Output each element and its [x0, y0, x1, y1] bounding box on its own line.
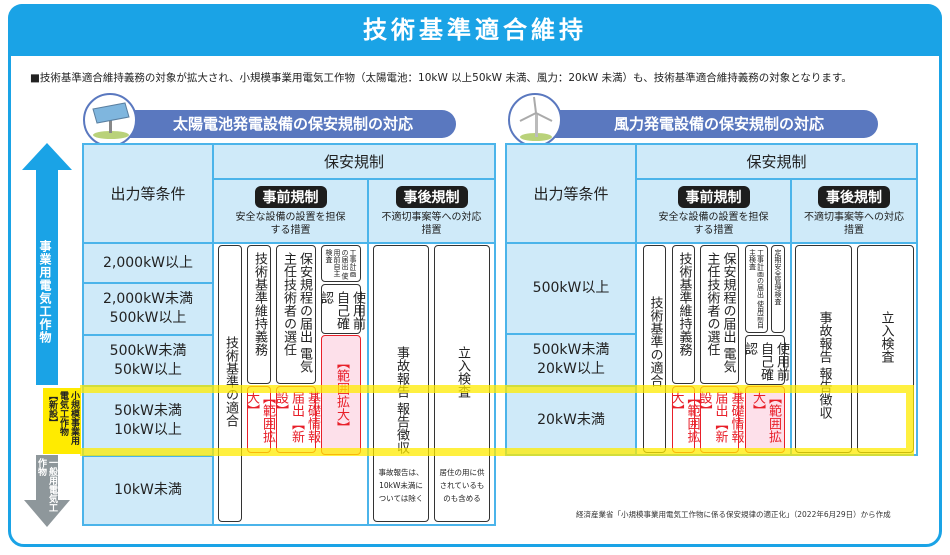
tech-keep-column: 技術基準維持義務 — [672, 245, 695, 384]
safety-header: 保安規制 — [213, 144, 495, 179]
inspection-column: 立入検査 — [434, 245, 490, 522]
row-condition: 20kW未満 — [506, 386, 636, 455]
pre-sub: 安全な設備の設置を担保する措置 — [235, 211, 346, 236]
accident-column: 事故報告 報告徴収 — [373, 245, 429, 522]
inspection-column: 立入検査 — [857, 245, 914, 453]
post-sub: 不適切事案等への対応措置 — [804, 211, 904, 236]
pre-regulation-header: 事前規制安全な設備の設置を担保する措置 — [213, 179, 368, 243]
solar-banner: 太陽電池発電設備の保安規制の対応 — [100, 110, 456, 138]
pre-label: 事前規制 — [677, 185, 750, 208]
down-arrow-icon — [24, 455, 70, 527]
inspection-note: 居住の用に供されているものも含める — [439, 468, 485, 503]
tech-fit-column: 技術基準の適合 — [643, 245, 666, 453]
row-condition: 2,000kW以上 — [83, 243, 213, 283]
tech-keep-column: 技術基準維持義務 — [247, 245, 271, 384]
row-condition: 2,000kW未満 500kW以上 — [83, 283, 213, 335]
up-arrow-icon — [22, 143, 72, 385]
post-sub: 不適切事案等への対応措置 — [381, 211, 482, 236]
safety-header: 保安規制 — [636, 144, 917, 179]
side-arrows — [22, 143, 72, 527]
solar-panel-icon — [83, 93, 137, 147]
accident-note: 事故報告は、10kW未満については除く — [378, 468, 424, 503]
wind-turbine-icon — [508, 93, 562, 147]
tech-keep-expanded: 【範囲拡大】 — [244, 386, 275, 453]
source-note: 経済産業省「小規模事業用電気工作物に係る保安規律の適正化」（2022年6月29日… — [576, 510, 891, 519]
post-regulation-header: 事後規制不適切事案等への対応措置 — [791, 179, 917, 243]
self-check-expanded: 【範囲拡大】 — [321, 335, 361, 455]
cond-header: 出力等条件 — [506, 144, 636, 243]
engineer-new: 基礎情報届出【新設】 — [697, 386, 744, 453]
pre-sub: 安全な設備の設置を担保する措置 — [658, 211, 769, 236]
post-regulation-header: 事後規制不適切事案等への対応措置 — [368, 179, 495, 243]
self-check-column: 使用前自己確認 — [318, 284, 365, 334]
pre-regulation-header: 事前規制安全な設備の設置を担保する措置 — [636, 179, 791, 243]
tech-keep-expanded: 【範囲拡大】 — [669, 386, 700, 453]
small-business-label: 小規模事業用電気工作物【新設】 — [43, 388, 81, 454]
self-check-column: 使用前自己確認 — [742, 335, 789, 385]
row-condition: 50kW未満 10kW以上 — [83, 386, 213, 456]
tech-fit-column: 技術基準の適合 — [218, 245, 242, 522]
engineer-new: 基礎情報届出【新設】 — [273, 386, 320, 453]
pre-label: 事前規制 — [254, 185, 327, 208]
page-title: 技術基準適合維持 — [8, 4, 942, 56]
row-condition: 500kW未満 50kW以上 — [83, 335, 213, 386]
post-label: 事後規制 — [395, 185, 468, 208]
periodic-inspection-column: 定期安全管理検査 — [771, 245, 785, 333]
engineer-column: 保安規程の届出 電気主任技術者の選任 — [700, 245, 739, 384]
engineer-column: 保安規程の届出 電気主任技術者の選任 — [276, 245, 316, 384]
general-label: 一般用電気工作物 — [36, 458, 57, 512]
self-check-expanded: 【範囲拡大】 — [745, 386, 785, 453]
row-condition: 500kW以上 — [506, 243, 636, 334]
cond-header: 出力等条件 — [83, 144, 213, 243]
row-condition: 500kW未満 20kW以上 — [506, 334, 636, 386]
business-label: 事業用電気工作物 — [38, 240, 52, 344]
post-label: 事後規制 — [818, 185, 890, 208]
wind-banner: 風力発電設備の保安規制の対応 — [540, 110, 878, 138]
construction-column: 工事計画の届出 使用前自主検査 — [745, 245, 768, 333]
intro-text: ■技術基準適合維持義務の対象が拡大され、小規模事業用電気工作物（太陽電池：10k… — [30, 72, 852, 84]
accident-column: 事故報告 報告徴収 — [795, 245, 852, 453]
construction-column: 工事計画の届出 使用前自主検査 — [321, 245, 361, 282]
row-condition: 10kW未満 — [83, 456, 213, 525]
